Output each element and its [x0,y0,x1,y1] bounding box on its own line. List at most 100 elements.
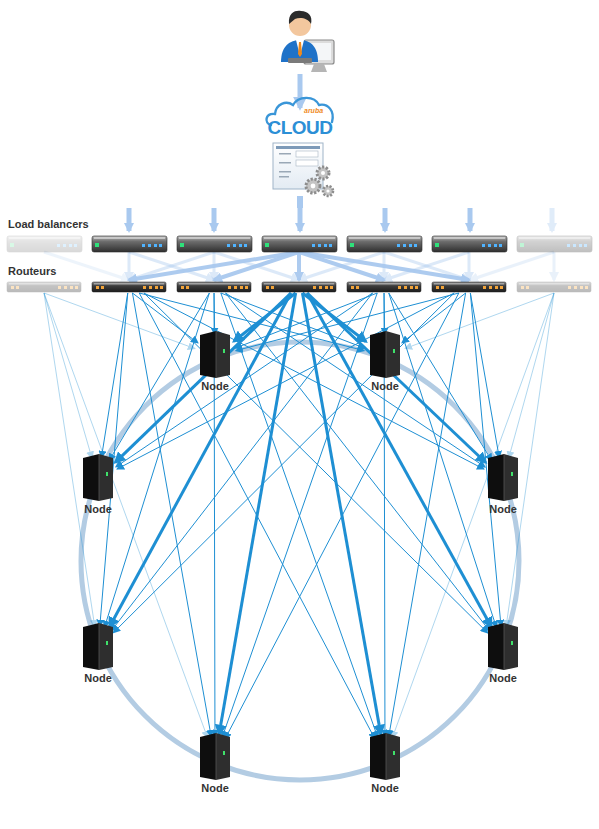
fan-arrow [299,252,384,280]
node-label: Node [60,672,136,684]
server-front [386,331,400,378]
router-link-arrow [44,293,207,737]
router-link-arrow [44,293,92,458]
fan-arrow [384,252,469,280]
panel-line [279,162,291,164]
router-link-arrow [115,293,291,462]
server-node: Node [187,733,243,797]
flow-arrow [212,208,217,231]
server-node: Node [70,454,126,518]
server-led [106,641,108,645]
panel-field [296,151,318,157]
server-led [223,751,225,755]
gear-hole [326,189,329,192]
row-label: Routeurs [8,265,56,277]
server-led [393,751,395,755]
server-node: Node [357,331,413,395]
flow-arrow [550,208,555,231]
server-side [370,331,386,378]
distribution-bar [95,205,560,211]
router-link-arrow [144,293,484,469]
server-led [511,641,513,645]
flow-arrow [468,208,473,231]
fan-arrow [44,252,129,280]
user-collar [296,40,304,56]
server-edge [216,733,217,780]
brand-name: aruba [304,107,323,114]
server-edge [386,733,387,780]
server-side [83,454,99,501]
gear-icon [323,186,333,196]
user-tie [298,42,302,57]
router-link-arrow [222,293,377,737]
router-link-arrow [389,293,497,627]
row-label: Load balancers [8,218,89,230]
server-node: Node [475,454,531,518]
load-balancer [347,236,422,252]
monitor-stand [311,64,327,72]
load-balancer [92,236,167,252]
server-node: Node [475,623,531,687]
gear-hole [311,184,316,189]
server-side [83,623,99,670]
fan-arrow [468,252,471,280]
node-label: Node [465,503,541,515]
flow-arrow [127,208,132,231]
router-link-arrow [219,293,296,734]
load-balancer [177,236,252,252]
router [92,282,166,292]
router-link-arrow [225,293,459,739]
fan-arrow [553,252,556,280]
router-link-arrow [393,293,554,737]
server-edge [504,454,505,501]
flow-arrow [383,208,388,231]
fan-arrow [214,252,299,280]
fan-arrow [129,252,299,280]
server-edge [99,454,100,501]
fan-arrow [299,252,384,280]
config-panel [273,143,333,196]
server-node: Node [70,623,126,687]
router-link-arrow [105,293,210,627]
router-link-arrow [389,293,492,460]
node-label: Node [347,380,423,392]
server-front [99,454,113,501]
router-link-arrow [118,293,455,469]
panel-line [279,176,289,178]
server-led [511,472,513,476]
router-link-arrow [44,293,194,348]
router-link-arrow [389,293,466,736]
panel-line [279,171,291,173]
server-side [370,733,386,780]
node-label: Node [60,503,136,515]
router-link-arrow [109,293,209,460]
server-edge [504,623,505,670]
router [517,282,591,292]
cloud-logo: arubaCLOUD [262,95,338,141]
server-side [488,623,504,670]
server-front [386,733,400,780]
load-balancer [7,236,82,252]
router-link-arrow [307,293,491,627]
flow-arrow [298,208,303,231]
router-link-arrow [406,293,554,348]
gear-hole [321,171,325,175]
load-balancer [517,236,592,252]
server-led [106,472,108,476]
panel-titlebar [276,146,320,149]
fan-arrow [384,252,469,280]
fan-arrow [299,252,469,280]
panel-line [279,153,291,155]
server-front [504,454,518,501]
router-link-arrow [101,293,127,457]
router [177,282,251,292]
server-led [223,349,225,353]
fan-arrow [297,252,301,280]
load-balancer [262,236,337,252]
node-label: Node [177,380,253,392]
server-led [393,349,395,353]
node-label: Node [177,782,253,794]
node-label: Node [347,782,423,794]
panel-field [296,160,318,166]
